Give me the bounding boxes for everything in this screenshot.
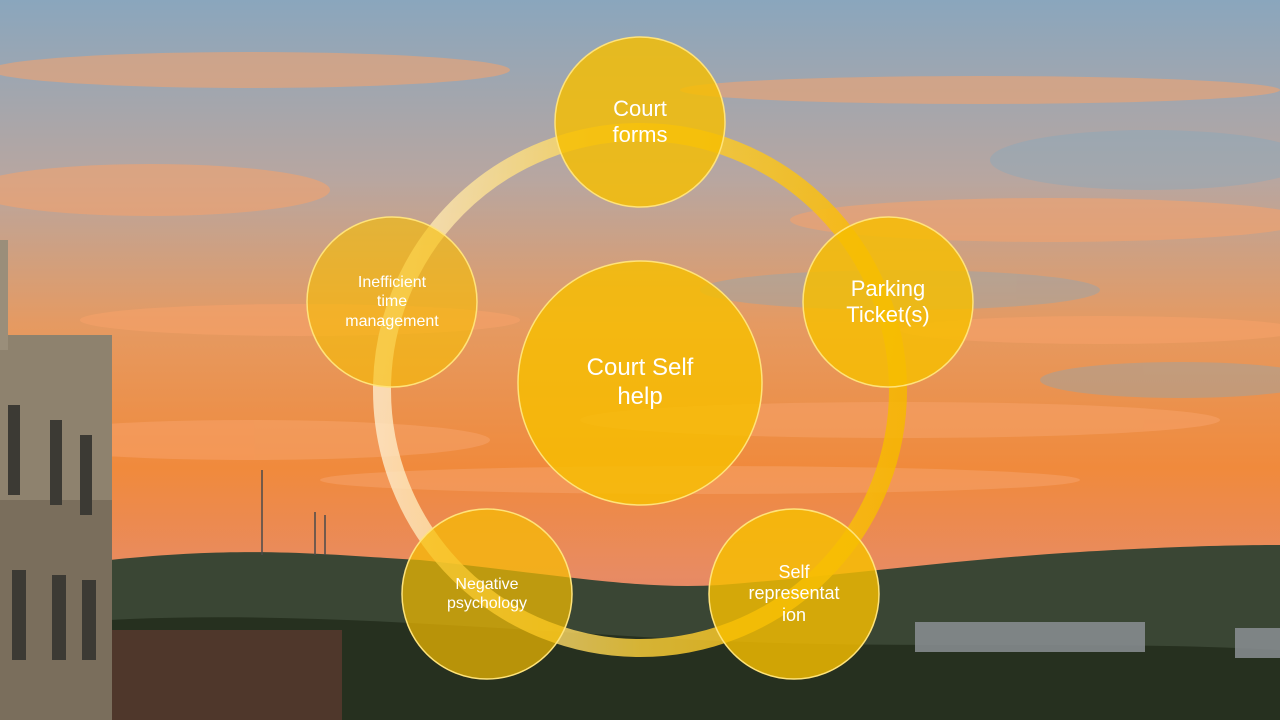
node-label-negative-psychology: Negative psychology [446,575,528,612]
node-inefficient-time-management [306,216,478,388]
node-label-parking-tickets: Parking Ticket(s) [846,275,930,327]
node-label-self-representation: Self representat ion [748,561,840,625]
node-label-court-forms: Court forms [612,95,668,147]
center-label: Court Self help [586,354,694,410]
node-label-inefficient-time-management: Inefficient time management [345,274,439,330]
node-self-representation [708,508,880,680]
node-court-forms [554,36,726,208]
node-negative-psychology [401,508,573,680]
center-node [517,260,763,506]
node-parking-tickets [802,216,974,388]
